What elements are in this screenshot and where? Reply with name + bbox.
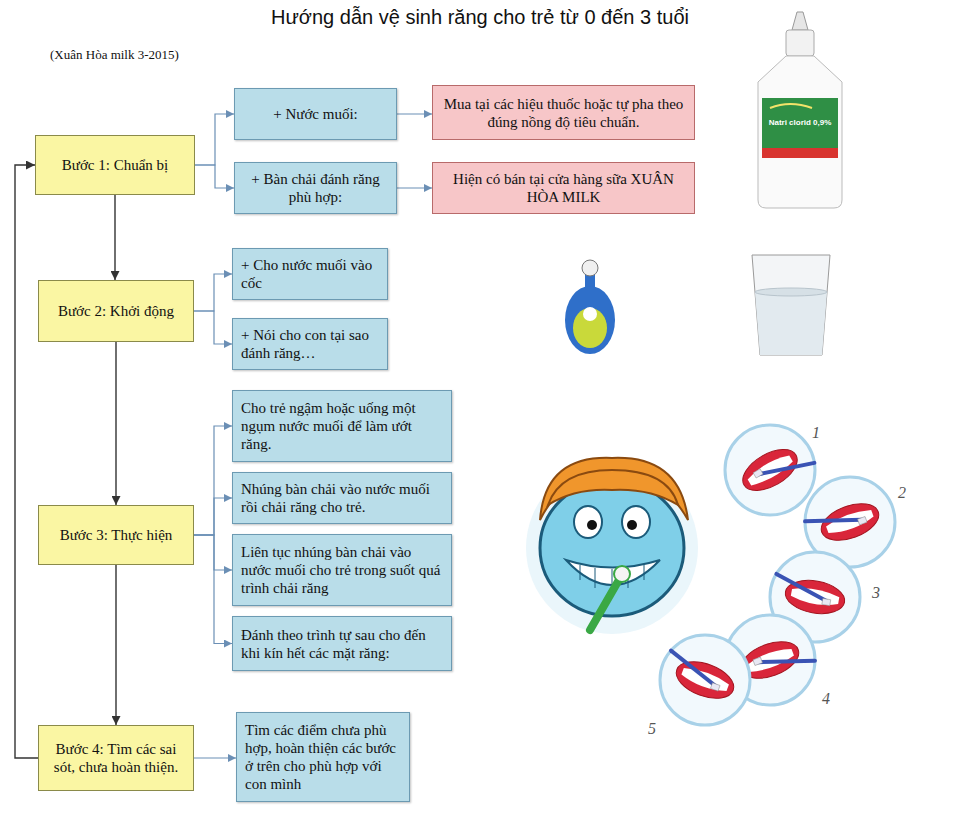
- detail-box: + Nước muối:: [234, 88, 397, 140]
- note-box: Hiện có bán tại cửa hàng sữa XUÂN HÒA MI…: [432, 162, 695, 214]
- node-text: Liên tục nhúng bàn chải vào nước muối ch…: [241, 543, 443, 597]
- detail-box: Cho trẻ ngậm hoặc uống một ngụm nước muố…: [232, 390, 452, 462]
- connector: [194, 535, 232, 644]
- node-text: Cho trẻ ngậm hoặc uống một ngụm nước muố…: [241, 399, 443, 453]
- connector: [194, 274, 232, 311]
- node-text: + Nói cho con tại sao đánh răng…: [241, 326, 379, 362]
- node-text: + Cho nước muối vào cốc: [241, 256, 379, 292]
- node-text: Mua tại các hiệu thuốc hoặc tự pha theo …: [441, 95, 686, 131]
- callout-number: 3: [872, 584, 880, 602]
- detail-box: Tìm các điểm chưa phù hợp, hoàn thiện cá…: [236, 712, 410, 802]
- callout-number: 1: [812, 424, 820, 442]
- connector: [195, 114, 234, 165]
- node-text: Bước 2: Khởi động: [47, 302, 185, 320]
- detail-box: + Cho nước muối vào cốc: [232, 248, 388, 300]
- water-glass: [752, 255, 830, 355]
- node-text: + Nước muối:: [243, 105, 388, 123]
- connector: [194, 498, 232, 535]
- connector: [194, 426, 232, 535]
- node-text: + Bàn chải đánh răng phù hợp:: [243, 170, 388, 206]
- node-text: Bước 1: Chuẩn bị: [44, 156, 186, 174]
- caption-note: (Xuân Hòa milk 3-2015): [50, 47, 179, 63]
- detail-box: + Nói cho con tại sao đánh răng…: [232, 318, 388, 370]
- brushing-steps: [660, 425, 895, 725]
- connector: [115, 342, 116, 505]
- node-text: Đánh theo trình tự sau cho đến khi kín h…: [241, 626, 443, 662]
- connector: [194, 311, 232, 344]
- detail-box: Liên tục nhúng bàn chải vào nước muối ch…: [232, 534, 452, 606]
- connector: [114, 195, 115, 280]
- connector: [115, 565, 116, 725]
- saline-bottle: [758, 12, 842, 208]
- step-box: Bước 2: Khởi động: [38, 280, 194, 342]
- diagram-title: Hướng dẫn vệ sinh răng cho trẻ từ 0 đến …: [0, 6, 960, 29]
- connector: [194, 757, 236, 758]
- detail-box: + Bàn chải đánh răng phù hợp:: [234, 162, 397, 214]
- detail-box: Nhúng bàn chải vào nước muối rồi chải ră…: [232, 472, 452, 524]
- connector: [397, 187, 432, 188]
- note-box: Mua tại các hiệu thuốc hoặc tự pha theo …: [432, 85, 695, 140]
- bottle-label: Natri clorid 0,9%: [762, 118, 838, 127]
- connector: [194, 535, 232, 570]
- node-text: Nhúng bàn chải vào nước muối rồi chải ră…: [241, 480, 443, 516]
- connector: [195, 165, 234, 188]
- callout-number: 4: [822, 690, 830, 708]
- node-text: Bước 3: Thực hiện: [47, 526, 185, 544]
- connector: [397, 113, 432, 114]
- cartoon-kid: [526, 458, 698, 634]
- step-box: Bước 1: Chuẩn bị: [35, 135, 195, 195]
- baby-toothbrush: [565, 260, 615, 354]
- callout-number: 5: [648, 720, 656, 738]
- connector: [15, 165, 38, 758]
- step-box: Bước 3: Thực hiện: [38, 505, 194, 565]
- node-text: Hiện có bán tại cửa hàng sữa XUÂN HÒA MI…: [441, 170, 686, 206]
- detail-box: Đánh theo trình tự sau cho đến khi kín h…: [232, 616, 452, 671]
- step-box: Bước 4: Tìm các sai sót, chưa hoàn thiện…: [38, 725, 194, 791]
- node-text: Tìm các điểm chưa phù hợp, hoàn thiện cá…: [245, 721, 401, 793]
- node-text: Bước 4: Tìm các sai sót, chưa hoàn thiện…: [47, 740, 185, 776]
- callout-number: 2: [898, 484, 906, 502]
